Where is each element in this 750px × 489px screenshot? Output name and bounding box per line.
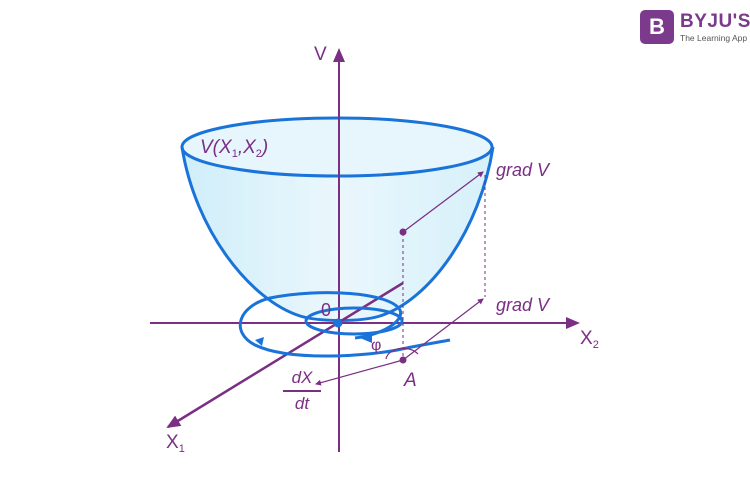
spiral-arrow-outer — [255, 337, 264, 346]
x2-axis-label: X2 — [580, 328, 599, 351]
surface-label: V(X1,X2) — [200, 137, 269, 160]
spiral-arrow-inner — [360, 333, 372, 343]
dx-dt-denominator: dt — [294, 393, 310, 413]
grad-vector-plane — [402, 298, 484, 361]
dx-dt-numerator: dX — [291, 368, 313, 387]
grad-v-label-lower: grad V — [496, 295, 550, 315]
grad-vector-surface — [402, 171, 484, 233]
logo-brand-name: BYJU'S — [680, 10, 750, 32]
grad-v-label-upper: grad V — [496, 160, 550, 180]
origin-point — [333, 318, 343, 328]
fraction-bar — [283, 390, 321, 392]
v-axis-label: V — [314, 44, 327, 65]
point-a-label: A — [404, 370, 417, 391]
x1-axis-label: X1 — [166, 432, 185, 455]
byjus-logo: B BYJU'S The Learning App — [640, 10, 750, 44]
logo-tagline: The Learning App — [680, 32, 748, 43]
origin-label: 0 — [321, 300, 332, 320]
dx-dt-label: dX dt — [283, 368, 321, 414]
angle-arc — [385, 347, 419, 360]
point-a — [399, 356, 407, 364]
surface-point — [399, 228, 407, 236]
logo-b-icon: B — [640, 10, 674, 44]
velocity-vector — [315, 359, 404, 386]
angle-phi-label: φ — [371, 337, 382, 354]
